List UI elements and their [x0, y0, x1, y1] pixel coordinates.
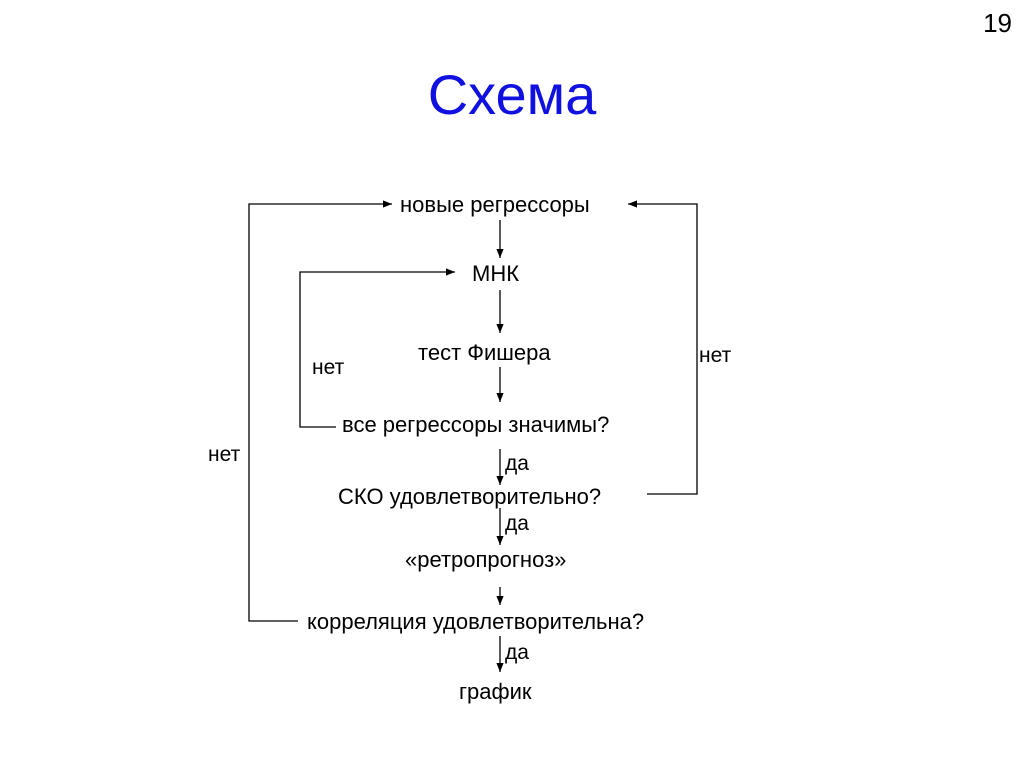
loop-rmse-no-to-new — [628, 200, 698, 495]
node-fisher-test: тест Фишера — [418, 340, 551, 365]
node-backtest: «ретропрогноз» — [405, 547, 567, 572]
node-correlation-satisfactory: корреляция удовлетворительна? — [307, 609, 645, 634]
loop-correlation-no-to-new — [248, 200, 392, 622]
label-no-rmse: нет — [699, 344, 732, 367]
label-yes-correlation: да — [505, 641, 529, 664]
slide-number: 19 — [983, 8, 1012, 38]
label-no-correlation: нет — [208, 443, 241, 466]
node-all-regressors-significant: все регрессоры значимы? — [342, 412, 610, 437]
loop-significant-no-to-ols — [299, 268, 455, 428]
node-rmse-satisfactory: СКО удовлетворительно? — [338, 484, 602, 509]
node-ols: МНК — [472, 261, 520, 286]
node-new-regressors: новые регрессоры — [400, 192, 590, 217]
node-chart: график — [459, 679, 532, 704]
page-title: Схема — [427, 63, 597, 126]
label-yes-significant: да — [505, 452, 529, 475]
label-no-significant: нет — [312, 356, 345, 379]
label-yes-rmse: да — [505, 512, 529, 535]
